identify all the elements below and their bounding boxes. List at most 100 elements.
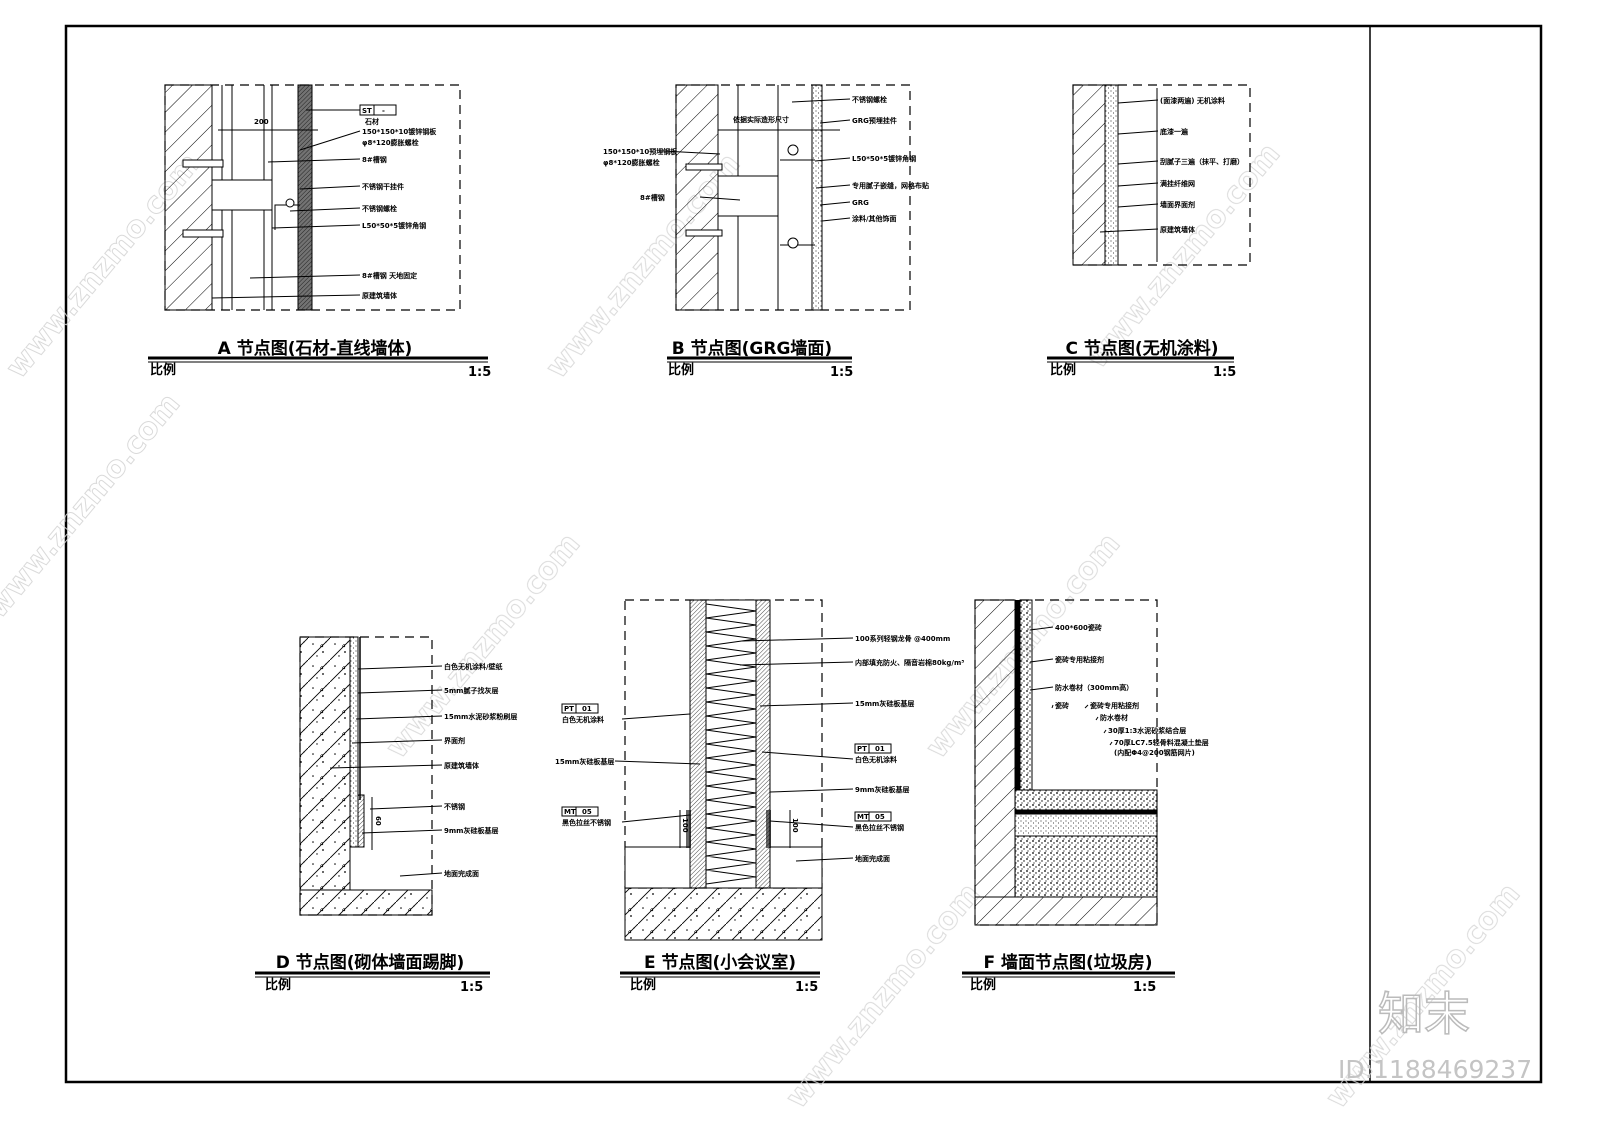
detail-b-scale-value: 1:5 — [830, 365, 853, 380]
leader-line — [351, 739, 443, 744]
detail-e-label: 白色无机涂料 — [855, 755, 897, 764]
leader-line — [1029, 686, 1054, 691]
leader-line — [815, 184, 851, 189]
detail-c-label: 底漆一遍 — [1160, 127, 1189, 136]
detail-a-label: φ8*120膨胀螺栓 — [362, 138, 419, 147]
leader-line — [369, 805, 443, 810]
detail-d-label: 白色无机涂料/壁纸 — [444, 662, 503, 671]
leader-line — [814, 157, 851, 162]
leader-line — [267, 158, 361, 163]
detail-e-dimension-left: 100 — [681, 818, 689, 833]
leader-line — [361, 829, 443, 834]
detail-a-label: 石材 — [364, 117, 379, 126]
leader-line — [271, 224, 361, 229]
detail-a-label: 原建筑墙体 — [362, 291, 398, 300]
watermark-id: ID:1188469237 — [1338, 1055, 1532, 1084]
detail-d-label: 界面剂 — [444, 736, 465, 745]
detail-a-drawing: 200 ST - — [164, 84, 461, 311]
leader-line — [614, 760, 701, 765]
detail-e-label: 地面完成面 — [855, 854, 890, 863]
material-tag-code: MT — [564, 808, 576, 816]
leader-line — [1029, 658, 1054, 663]
detail-a-label: 不锈钢干挂件 — [362, 182, 404, 191]
detail-f-scale-label: 比例 — [970, 977, 996, 993]
leader-line — [399, 872, 443, 877]
material-tag-number: 01 — [582, 705, 592, 713]
leader-line — [1095, 716, 1099, 721]
leader-line — [621, 713, 691, 720]
leader-line — [791, 98, 851, 103]
leader-line — [819, 201, 851, 206]
detail-b-label: 专用腻子嵌缝，网格布贴 — [852, 181, 929, 190]
leader-line — [1117, 203, 1159, 208]
leader-line — [1117, 160, 1159, 165]
detail-e-scale-value: 1:5 — [795, 980, 818, 995]
leader-line — [621, 814, 691, 823]
detail-e-label: 内部填充防火、隔音岩棉80kg/m³ — [855, 658, 964, 667]
detail-b-scale-label: 比例 — [668, 362, 694, 378]
detail-d-label: 地面完成面 — [444, 869, 479, 878]
detail-f-label: 瓷砖专用粘接剂 — [1055, 655, 1104, 664]
leader-line — [299, 185, 361, 190]
detail-e-label: 15mm灰硅板基层 — [855, 699, 914, 708]
detail-a-label: 8#槽钢 — [362, 155, 387, 164]
leader-line — [795, 857, 854, 862]
detail-d-label: 9mm灰硅板基层 — [444, 826, 498, 835]
detail-f-label: 400*600瓷砖 — [1055, 623, 1102, 632]
leader-line — [769, 820, 854, 828]
detail-d-label: 原建筑墙体 — [444, 761, 480, 770]
leader-line — [741, 637, 854, 642]
leader-line — [1117, 182, 1159, 187]
leader-line — [761, 751, 854, 760]
detail-f-title: F 墙面节点图(垃圾房) — [983, 952, 1152, 973]
leader-line — [662, 150, 721, 155]
material-tag-code: PT — [857, 745, 867, 753]
detail-e-left-label: 黑色拉丝不锈钢 — [562, 818, 611, 827]
detail-e-left-label: 白色无机涂料 — [562, 715, 604, 724]
detail-e-scale-label: 比例 — [630, 977, 656, 993]
detail-f-drawing — [974, 599, 1158, 926]
detail-f-label: (内配Φ4@200钢筋网片) — [1114, 748, 1195, 757]
material-tag: MT 05 — [561, 806, 599, 817]
leader-line — [357, 689, 443, 694]
detail-f-label: 瓷砖专用粘接剂 — [1090, 701, 1139, 710]
detail-c-label: (面漆两遍) 无机涂料 — [1160, 96, 1225, 105]
detail-a-label: 8#槽钢 天地固定 — [362, 271, 417, 280]
detail-d-label: 15mm水泥砂浆粉刷层 — [444, 712, 517, 721]
detail-c-label: 墙面界面剂 — [1160, 200, 1195, 209]
detail-c-drawing — [1072, 84, 1251, 266]
material-tag-number: 05 — [582, 808, 592, 816]
leader-line — [759, 702, 854, 707]
leader-line — [249, 274, 361, 279]
svg-text:www.znzmo.com: www.znzmo.com — [379, 527, 587, 765]
detail-c-scale-label: 比例 — [1050, 362, 1076, 378]
detail-a-title: A 节点图(石材-直线墙体) — [218, 338, 413, 359]
detail-e-label: 黑色拉丝不锈钢 — [855, 823, 904, 832]
detail-b-label: GRG — [852, 199, 869, 207]
svg-text:www.znzmo.com: www.znzmo.com — [0, 387, 187, 625]
detail-d-label: 不锈钢 — [444, 802, 465, 811]
leader-line — [357, 665, 443, 670]
detail-b-note: 依据实际造形尺寸 — [733, 115, 789, 124]
detail-e-drawing: 100 100 — [624, 599, 823, 941]
leader-line — [1103, 729, 1107, 734]
detail-a-dimension: 200 — [254, 118, 269, 126]
detail-c-label: 刮腻子三遍（抹平、打磨） — [1160, 157, 1244, 166]
detail-a-label: 不锈钢螺栓 — [362, 204, 397, 213]
leader-line — [289, 207, 361, 212]
detail-e-label: 100系列轻钢龙骨 @400mm — [855, 634, 950, 643]
detail-b-label: L50*50*5镀锌角钢 — [852, 154, 916, 163]
detail-e-title: E 节点图(小会议室) — [644, 952, 796, 973]
leader-line — [1029, 626, 1054, 631]
detail-c-label: 原建筑墙体 — [1160, 225, 1196, 234]
leader-line — [355, 715, 443, 720]
detail-f-scale-value: 1:5 — [1133, 980, 1156, 995]
detail-d-title: D 节点图(砌体墙面踢脚) — [276, 952, 465, 973]
leader-line — [1099, 228, 1159, 233]
detail-b-title: B 节点图(GRG墙面) — [672, 338, 832, 359]
detail-b-left-label: 8#槽钢 — [640, 193, 665, 202]
